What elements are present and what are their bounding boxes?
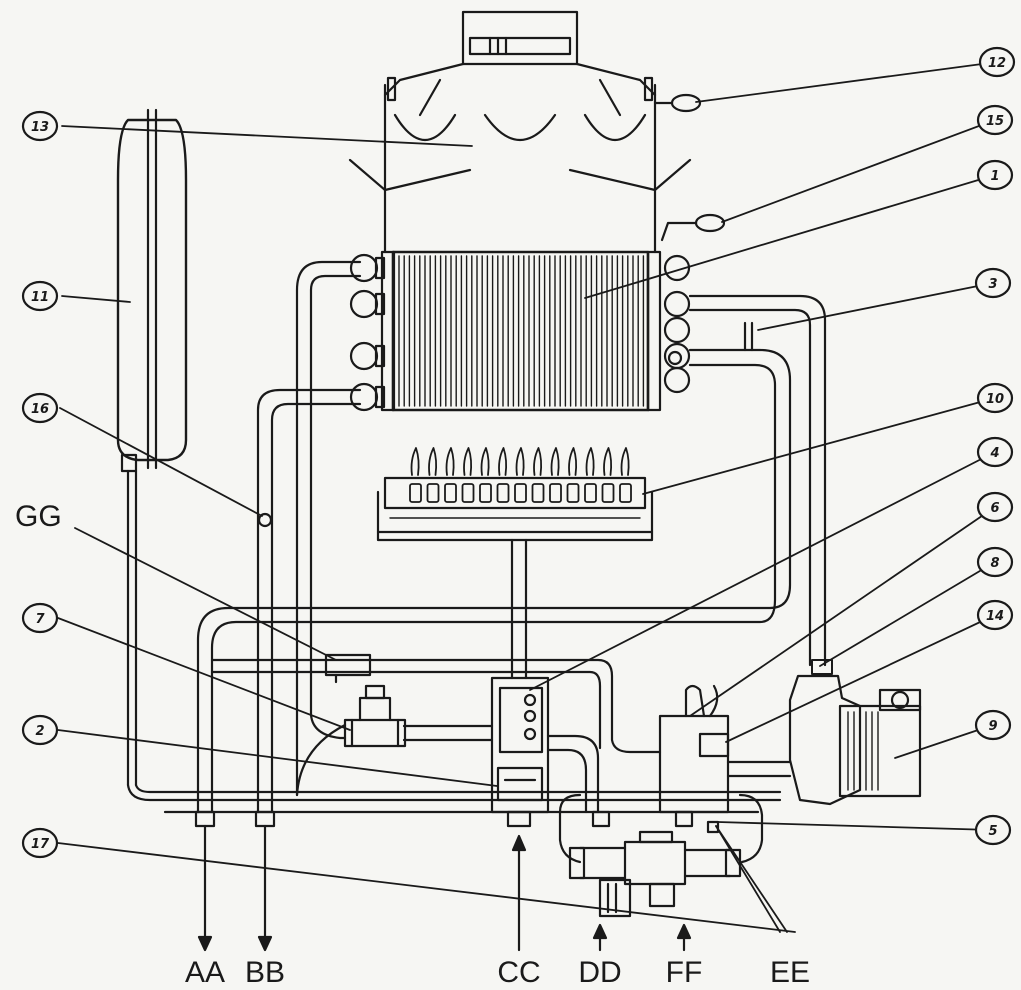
callout-number: 17 [31, 837, 50, 852]
callout-2: 2 [21, 714, 59, 746]
callout-number: 9 [988, 719, 997, 734]
callout-number: 11 [31, 290, 49, 305]
callout-number: 1 [990, 169, 999, 184]
callout-number: 16 [31, 402, 49, 417]
callout-number: 8 [990, 556, 999, 571]
callout-16: 16 [21, 392, 59, 424]
callout-4: 4 [976, 436, 1014, 468]
callout-number: 12 [988, 56, 1006, 71]
burner [376, 447, 654, 542]
piping [163, 260, 827, 864]
connection-ee: EE [770, 956, 810, 989]
callout-number: 13 [31, 120, 49, 135]
connection-bb: BB [245, 956, 285, 989]
connection-cc: CC [497, 956, 540, 989]
callout-13: 13 [21, 110, 59, 142]
callout-3: 3 [974, 267, 1012, 299]
callout-number: 4 [989, 446, 999, 461]
inlet-filter [568, 820, 742, 918]
sensors [257, 93, 754, 684]
callout-number: 15 [986, 114, 1004, 129]
callout-number: 7 [35, 612, 45, 627]
expansion-vessel [116, 108, 782, 802]
callout-5: 5 [974, 814, 1012, 846]
pump [788, 659, 922, 806]
diverter-valve [658, 684, 730, 814]
callout-11: 11 [21, 280, 59, 312]
callout-number: 14 [986, 609, 1004, 624]
callout-15: 15 [976, 104, 1014, 136]
callout-6: 6 [976, 491, 1014, 523]
callout-number: 6 [990, 501, 999, 516]
connection-ff: FF [666, 956, 703, 989]
callout-12: 12 [978, 46, 1016, 78]
flue-hood [348, 10, 692, 254]
safety-valve [343, 684, 407, 748]
callout-14: 14 [976, 599, 1014, 631]
callout-number: 3 [988, 277, 997, 292]
callout-number: 10 [986, 392, 1004, 407]
connection-dd: DD [578, 956, 621, 989]
callout-10: 10 [976, 382, 1014, 414]
connection-arrows [197, 824, 692, 952]
callout-17: 17 [21, 827, 59, 859]
heat-exchanger [349, 250, 691, 412]
callout-8: 8 [976, 546, 1014, 578]
connection-aa: AA [185, 956, 225, 989]
callout-1: 1 [976, 159, 1014, 191]
label-gg: GG [15, 500, 62, 533]
gas-valve [490, 676, 550, 814]
leader-lines [57, 61, 998, 933]
callout-9: 9 [974, 709, 1012, 741]
callout-number: 2 [35, 724, 44, 739]
callout-number: 5 [988, 824, 997, 839]
callout-7: 7 [21, 602, 59, 634]
